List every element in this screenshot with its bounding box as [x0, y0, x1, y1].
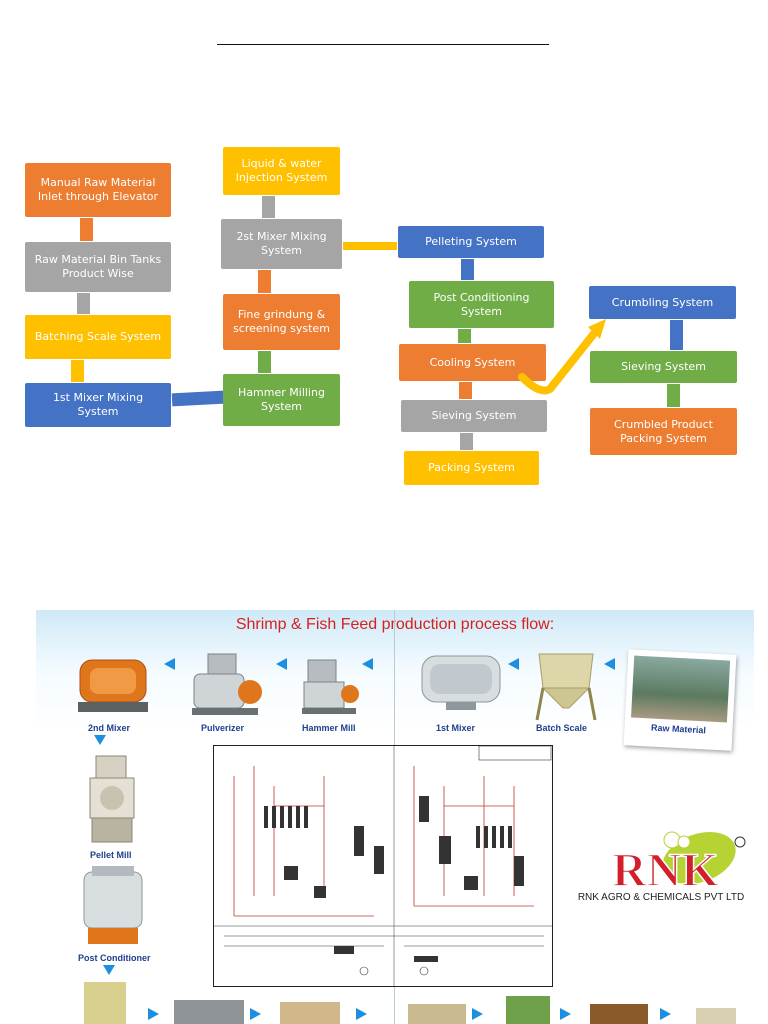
flow-arrow-left — [508, 658, 519, 670]
connector — [258, 351, 271, 373]
manual-raw-material-label: Manual Raw Material Inlet through Elevat… — [37, 176, 159, 203]
batching-scale-label: Batching Scale System — [34, 330, 162, 343]
flow-arrow-right — [250, 1008, 261, 1020]
liquid-injection-box: Liquid & water Injection System — [223, 147, 340, 195]
pellet-mill-label: Pellet Mill — [90, 850, 132, 860]
batching-scale-box: Batching Scale System — [25, 315, 171, 359]
flow-arrow-left — [164, 658, 175, 670]
flow-arrow-left — [604, 658, 615, 670]
infographic-title: Shrimp & Fish Feed production process fl… — [235, 616, 555, 633]
feed-bag-image — [696, 1008, 736, 1024]
raw-material-label: Raw Material — [650, 722, 707, 736]
raw-material-photo: Raw Material — [623, 649, 737, 751]
flow-arrow-down — [103, 965, 115, 975]
plant-schematic-drawing — [213, 745, 553, 987]
first-mixer-label: 1st Mixer — [436, 723, 476, 733]
sieving-label-1: Sieving System — [431, 409, 517, 422]
connector — [80, 218, 93, 241]
post-conditioning-box: Post Conditioning System — [409, 281, 554, 328]
pulverizer-label: Pulverizer — [201, 723, 245, 733]
flow-arrow-right — [356, 1008, 367, 1020]
first-mixer-label: 1st Mixer Mixing System — [52, 391, 144, 418]
sieve-machine — [174, 1000, 244, 1024]
feed-pellets-image — [590, 1004, 648, 1024]
hammer-milling-label: Hammer Milling System — [238, 386, 325, 413]
company-name: RNK AGRO & CHEMICALS PVT LTD — [577, 892, 745, 903]
liquid-injection-label: Liquid & water Injection System — [235, 157, 328, 184]
fine-grinding-box: Fine grindung & screening system — [223, 294, 340, 350]
second-mixer-box: 2st Mixer Mixing System — [221, 219, 342, 269]
raw-material-image — [631, 655, 731, 723]
cooler-machine — [84, 982, 126, 1024]
pulverizer-machine — [192, 653, 262, 715]
sieving-box-2: Sieving System — [590, 351, 737, 383]
connector — [258, 270, 271, 293]
flow-arrow-right — [560, 1008, 571, 1020]
feed-process-infographic: Shrimp & Fish Feed production process fl… — [36, 610, 754, 1024]
sieving-label-2: Sieving System — [621, 360, 706, 373]
crumbled-packing-box: Crumbled Product Packing System — [590, 408, 737, 455]
fine-grinding-label: Fine grindung & screening system — [233, 308, 330, 335]
connector — [77, 293, 90, 314]
hammer-mill-machine — [302, 659, 359, 714]
pellet-mill-machine — [89, 755, 135, 843]
raw-material-bin-label: Raw Material Bin Tanks Product Wise — [34, 253, 162, 280]
pelleting-box: Pelleting System — [398, 226, 544, 258]
connector — [461, 259, 474, 280]
header-rule — [217, 44, 549, 45]
conveyor-machine — [408, 1004, 466, 1024]
second-mixer-label: 2st Mixer Mixing System — [236, 230, 327, 257]
hammer-mill-label: Hammer Mill — [302, 723, 356, 733]
crumbling-label: Crumbling System — [611, 295, 714, 309]
flow-arrow-right — [660, 1008, 671, 1020]
post-conditioner-label: Post Conditioner — [78, 953, 151, 963]
manual-raw-material-box: Manual Raw Material Inlet through Elevat… — [25, 163, 171, 217]
flow-arrow-left — [362, 658, 373, 670]
connector — [459, 382, 472, 399]
connector — [460, 433, 473, 450]
packing-label: Packing System — [428, 461, 515, 474]
second-mixer-label: 2nd Mixer — [88, 723, 131, 733]
sieving-box-1: Sieving System — [401, 400, 547, 432]
connector — [71, 360, 84, 382]
crumbled-packing-label: Crumbled Product Packing System — [614, 417, 713, 445]
batch-scale-label: Batch Scale — [536, 723, 588, 733]
flow-arrow-left — [276, 658, 287, 670]
hammer-milling-box: Hammer Milling System — [223, 374, 340, 426]
packing-machine — [506, 996, 550, 1024]
batch-scale-machine — [535, 653, 597, 721]
rnk-logo: RNK — [611, 831, 746, 898]
connector — [670, 320, 683, 350]
packing-box: Packing System — [404, 451, 539, 485]
flow-arrow-right — [472, 1008, 483, 1020]
first-mixer-box: 1st Mixer Mixing System — [25, 383, 171, 427]
first-mixer-machine — [421, 655, 501, 710]
crumbling-box: Crumbling System — [589, 286, 736, 319]
cooling-label: Cooling System — [429, 355, 516, 369]
curved-connector-arrow — [518, 319, 606, 395]
flow-arrow-down — [94, 735, 106, 745]
connector — [667, 384, 680, 407]
pelleting-label: Pelleting System — [425, 235, 517, 248]
logo-text: RNK — [612, 844, 719, 897]
post-conditioning-label: Post Conditioning System — [433, 290, 530, 318]
second-mixer-machine — [78, 659, 148, 712]
connector — [343, 242, 397, 250]
crumbler-machine — [280, 1002, 340, 1024]
connector — [171, 390, 225, 407]
raw-material-bin-box: Raw Material Bin Tanks Product Wise — [25, 242, 171, 292]
connector — [262, 196, 275, 218]
post-conditioner-machine — [83, 866, 143, 944]
connector — [458, 329, 471, 343]
flow-arrow-right — [148, 1008, 159, 1020]
